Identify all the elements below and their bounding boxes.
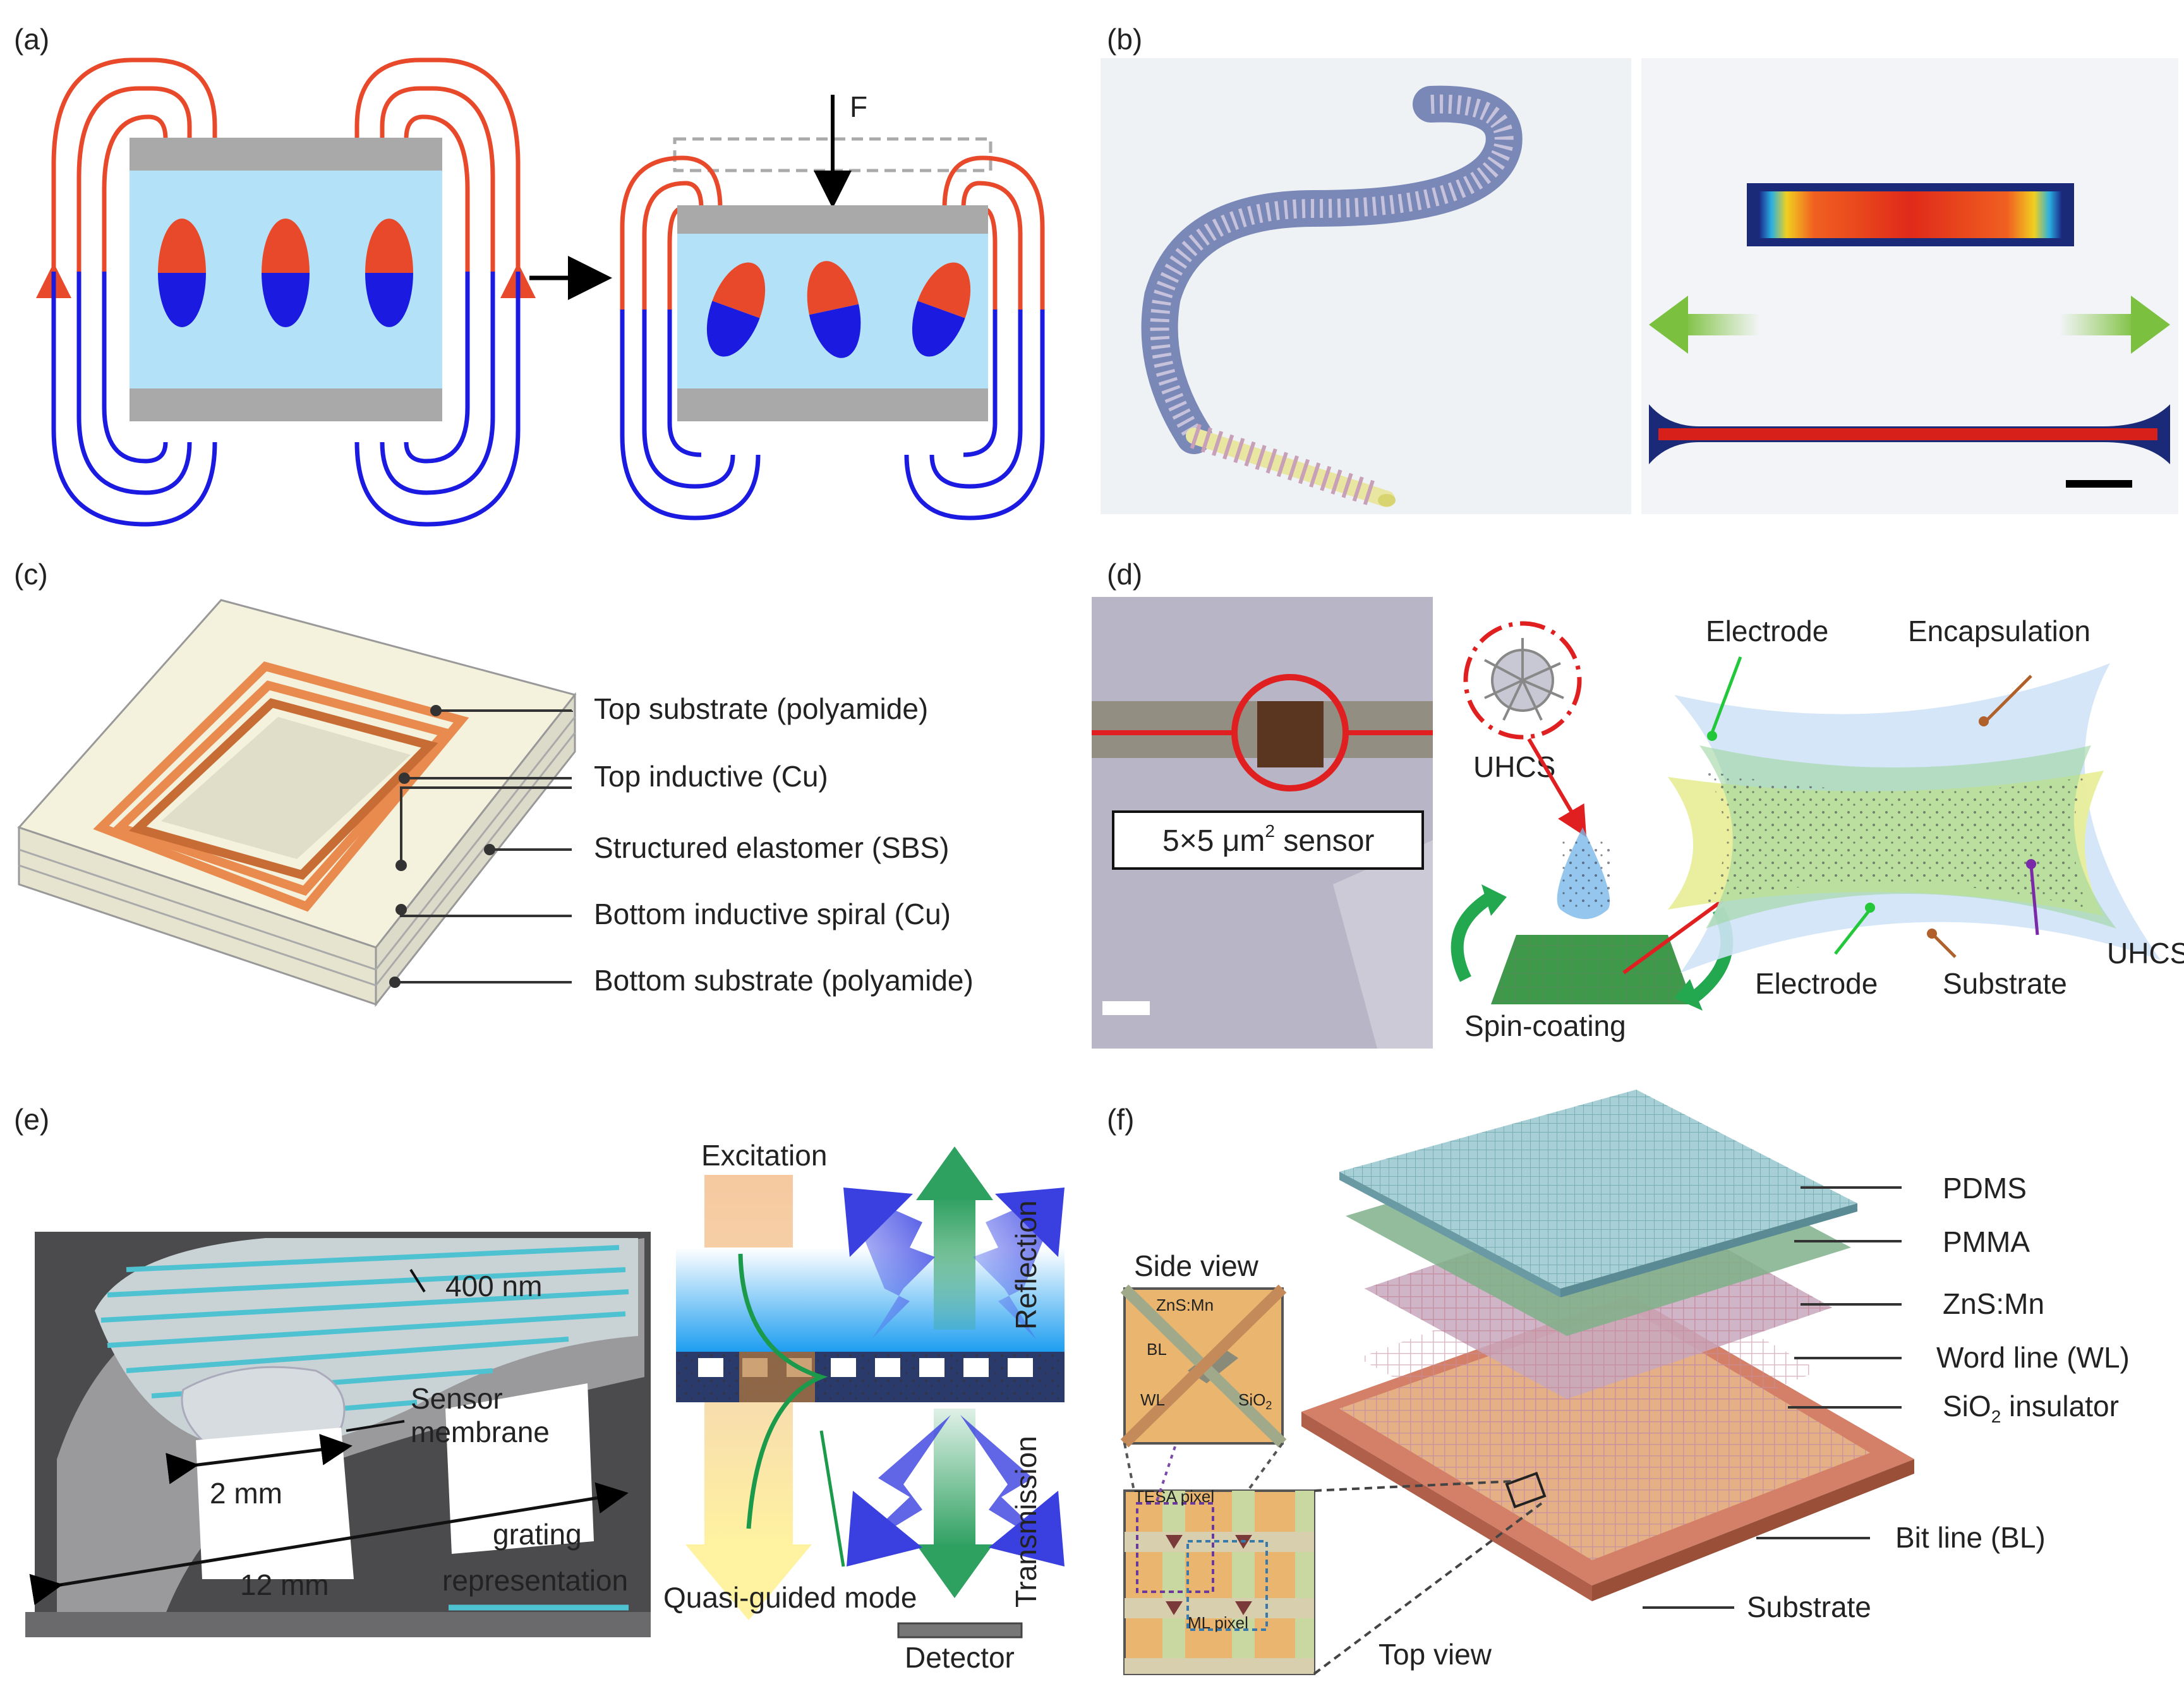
uhcs-process: UHCS Spin-coating [1451, 621, 1794, 1042]
uhcs-label: UHCS [1473, 750, 1555, 783]
panel-d-label: (d) [1107, 558, 1142, 591]
panel-a-label: (a) [14, 23, 49, 56]
top-plate [130, 138, 442, 171]
uhcs-particle [1484, 638, 1564, 721]
layer-top-inductive: Top inductive (Cu) [594, 760, 828, 793]
layer-sio2: SiO2 insulator [1943, 1390, 2119, 1426]
panel-c-leaders [395, 709, 573, 983]
reflection-label: Reflection [1010, 1200, 1042, 1330]
panel-f-label: (f) [1107, 1103, 1134, 1136]
sensor-label-line1: Sensor [411, 1382, 503, 1415]
top-view-label: Top view [1379, 1638, 1492, 1671]
layer-bottom-substrate: Bottom substrate (polyamide) [594, 964, 974, 997]
layered-device-stack [1301, 1090, 1914, 1601]
copper-spiral [93, 661, 469, 912]
panel-b-label: (b) [1107, 23, 1142, 56]
panel-c-label: (c) [14, 558, 48, 591]
transmission-label: Transmission [1010, 1436, 1042, 1608]
detector-label: Detector [905, 1641, 1015, 1674]
layer-bottom-inductive: Bottom inductive spiral (Cu) [594, 898, 951, 930]
sensor-label-line2: membrane [411, 1416, 550, 1448]
layer-zns: ZnS:Mn [1943, 1287, 2044, 1320]
sensor-chip [1257, 701, 1324, 767]
panel-a: (a) [14, 23, 1045, 527]
strain-simulation [1649, 183, 2170, 488]
field-lines-left [36, 57, 536, 527]
ml-pixel-label: ML pixel [1188, 1613, 1248, 1632]
detector [897, 1622, 1023, 1639]
dipoles-right [706, 261, 971, 358]
panel-e: (e) 400 nm Sensor membrane 2 mm 12 mm [14, 1103, 1065, 1674]
quasi-guided-label: Quasi-guided mode [663, 1581, 917, 1614]
field-lines-right [620, 155, 1045, 520]
electrode-bottom-label: Electrode [1755, 967, 1878, 1000]
simulation-image-bg [1641, 58, 2178, 514]
bottom-plate-compressed [677, 388, 988, 421]
sensor-size-label: 5×5 μm2 sensor [1162, 821, 1374, 858]
layer-top-substrate: Top substrate (polyamide) [594, 692, 928, 725]
spin-coating-label: Spin-coating [1464, 1009, 1626, 1042]
panel-f: (f) PDMS PMMA ZnS:M [1107, 1090, 2130, 1675]
grating-label-line2: representation [442, 1564, 628, 1597]
panel-e-label: (e) [14, 1103, 49, 1136]
layer-bit-line: Bit line (BL) [1895, 1521, 2046, 1554]
layer-pmma: PMMA [1943, 1225, 2030, 1258]
force-label: F [850, 90, 867, 123]
panel-d: (d) 5×5 μm2 sensor UHCS [1092, 558, 2184, 1049]
tesa-pixel-label: TESA pixel [1134, 1487, 1214, 1506]
width-2mm-label: 2 mm [210, 1477, 282, 1510]
grating-label-line1: grating [493, 1518, 582, 1551]
inductive-sensor-stack [17, 599, 577, 1007]
panel-f-leaders [1643, 1186, 1902, 1609]
pitch-label: 400 nm [445, 1270, 542, 1302]
photonic-sensor-model: 400 nm Sensor membrane 2 mm 12 mm gratin… [25, 1229, 657, 1637]
sensor-size-box [1112, 810, 1424, 870]
transmission-arrows [847, 1409, 1065, 1598]
side-view-label: Side view [1134, 1249, 1259, 1282]
reflection-arrows [843, 1146, 1065, 1339]
scale-bar-b [2066, 480, 2132, 488]
inset-sio2-label: SiO2 [1238, 1390, 1272, 1412]
panel-b: (b) [1101, 23, 2178, 514]
inset-bl-label: BL [1147, 1340, 1167, 1359]
layer-structured-elastomer: Structured elastomer (SBS) [594, 831, 949, 864]
inset-wl-label: WL [1140, 1390, 1165, 1409]
bottom-plate [130, 388, 442, 421]
top-view-inset: TESA pixel ML pixel [1123, 1487, 1315, 1675]
electrode-top-label: Electrode [1706, 615, 1828, 647]
fiber-sensor [1141, 85, 1523, 508]
stretchable-device: Electrode Encapsulation Electrode Substr… [1668, 615, 2184, 1000]
layer-substrate-f: Substrate [1747, 1591, 1871, 1623]
grating-lines [100, 1245, 629, 1424]
top-plate-compressed [677, 205, 988, 234]
dipoles-left [158, 219, 413, 327]
width-12mm-label: 12 mm [240, 1568, 329, 1601]
substrate-label-d: Substrate [1943, 967, 2067, 1000]
excitation-label: Excitation [701, 1139, 827, 1172]
encapsulation-label: Encapsulation [1908, 615, 2090, 647]
optical-mode-diagram: Excitation Reflection Transmission Quasi… [663, 1139, 1065, 1674]
scale-bar-d [1102, 1001, 1150, 1015]
panel-c: (c) [14, 558, 974, 1007]
side-view-inset: ZnS:Mn BL WL SiO2 [1120, 1284, 1287, 1448]
layer-pdms: PDMS [1943, 1172, 2027, 1205]
uhcs-right-label: UHCS [2107, 937, 2184, 970]
inset-zns-label: ZnS:Mn [1156, 1296, 1214, 1314]
stretch-arrows [1649, 296, 2170, 354]
layer-word-line: Word line (WL) [1936, 1341, 2130, 1374]
